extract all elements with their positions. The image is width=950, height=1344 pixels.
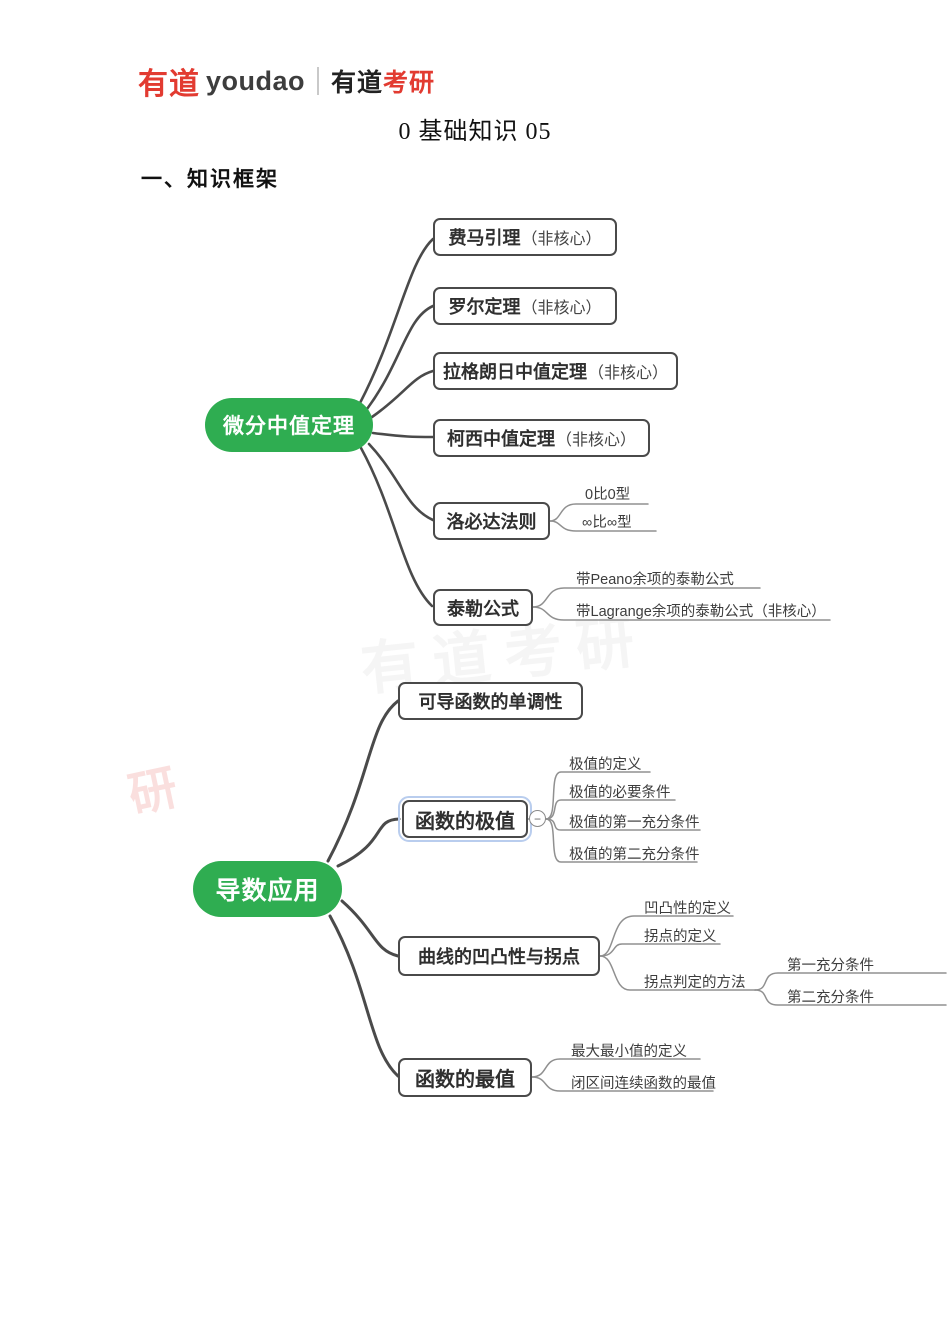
node-label: 函数的极值 (415, 810, 515, 833)
youdao-logo-en: youdao (206, 65, 306, 96)
leaf-extrema-second-sufficient: 极值的第二充分条件 (569, 847, 700, 863)
leaf-closed-interval-continuous-max: 闭区间连续函数的最值 (571, 1076, 716, 1092)
leaf-extrema-necessary-condition: 极值的必要条件 (569, 785, 671, 801)
node-extrema: 函数的极值 (398, 796, 532, 842)
leaf-extrema-first-sufficient: 极值的第一充分条件 (569, 815, 700, 831)
leaf-inf-over-inf: ∞比∞型 (582, 515, 632, 531)
node-lhopital-rule: 洛必达法则 (433, 502, 550, 540)
node-label: 费马引理 (448, 228, 521, 248)
node-label: 罗尔定理 (448, 297, 521, 317)
leaf-0-over-0: 0比0型 (585, 487, 631, 503)
logo-divider (317, 67, 320, 95)
node-fermat-lemma: 费马引理 （非核心） (433, 218, 617, 256)
root-differential-mvt: 微分中值定理 (205, 398, 373, 452)
node-label: 洛必达法则 (446, 512, 537, 532)
leaf-maxmin-definition: 最大最小值的定义 (571, 1044, 687, 1060)
leaf-concavity-definition: 凹凸性的定义 (644, 901, 731, 917)
root-derivative-applications: 导数应用 (193, 861, 342, 917)
section-heading: 一、知识框架 (141, 168, 279, 191)
page-title: 0 基础知识 05 (398, 119, 552, 145)
node-note: （非核心） (521, 300, 602, 317)
red-watermark: 研 (124, 761, 183, 824)
youdao-kaoyan-red: 考研 (383, 69, 436, 97)
node-note: （非核心） (521, 231, 602, 248)
youdao-logo: 有道 youdao 有道 考研 (138, 62, 436, 102)
node-label: 泰勒公式 (447, 598, 519, 619)
node-cauchy-mvt: 柯西中值定理 （非核心） (433, 419, 650, 457)
leaf-inflection-definition: 拐点的定义 (644, 929, 717, 945)
node-rolle-theorem: 罗尔定理 （非核心） (433, 287, 617, 325)
node-concavity-inflection: 曲线的凹凸性与拐点 (398, 936, 600, 976)
leaf-inflection-判定-methods: 拐点判定的方法 (644, 975, 746, 991)
node-max-min: 函数的最值 (398, 1058, 532, 1097)
node-label: 可导函数的单调性 (418, 692, 563, 712)
leaf-first-sufficient-condition: 第一充分条件 (787, 958, 874, 974)
node-note: （非核心） (587, 365, 668, 382)
node-lagrange-mvt: 拉格朗日中值定理 （非核心） (433, 352, 678, 390)
node-note: （非核心） (555, 432, 636, 449)
leaf-extrema-definition: 极值的定义 (569, 757, 642, 773)
node-monotonicity: 可导函数的单调性 (398, 682, 583, 720)
node-label: 拉格朗日中值定理 (442, 362, 587, 382)
leaf-second-sufficient-condition: 第二充分条件 (787, 990, 874, 1006)
node-label: 曲线的凹凸性与拐点 (418, 947, 580, 967)
leaf-lagrange-taylor: 带Lagrange余项的泰勒公式（非核心） (576, 604, 826, 620)
collapse-toggle-icon: − (529, 810, 546, 827)
node-taylor-formula: 泰勒公式 (433, 589, 533, 626)
node-label: 函数的最值 (415, 1069, 515, 1091)
node-label: 柯西中值定理 (446, 429, 555, 449)
youdao-logo-cn: 有道 (138, 68, 200, 101)
youdao-kaoyan-dark: 有道 (331, 69, 384, 97)
leaf-peano-taylor: 带Peano余项的泰勒公式 (576, 572, 734, 588)
